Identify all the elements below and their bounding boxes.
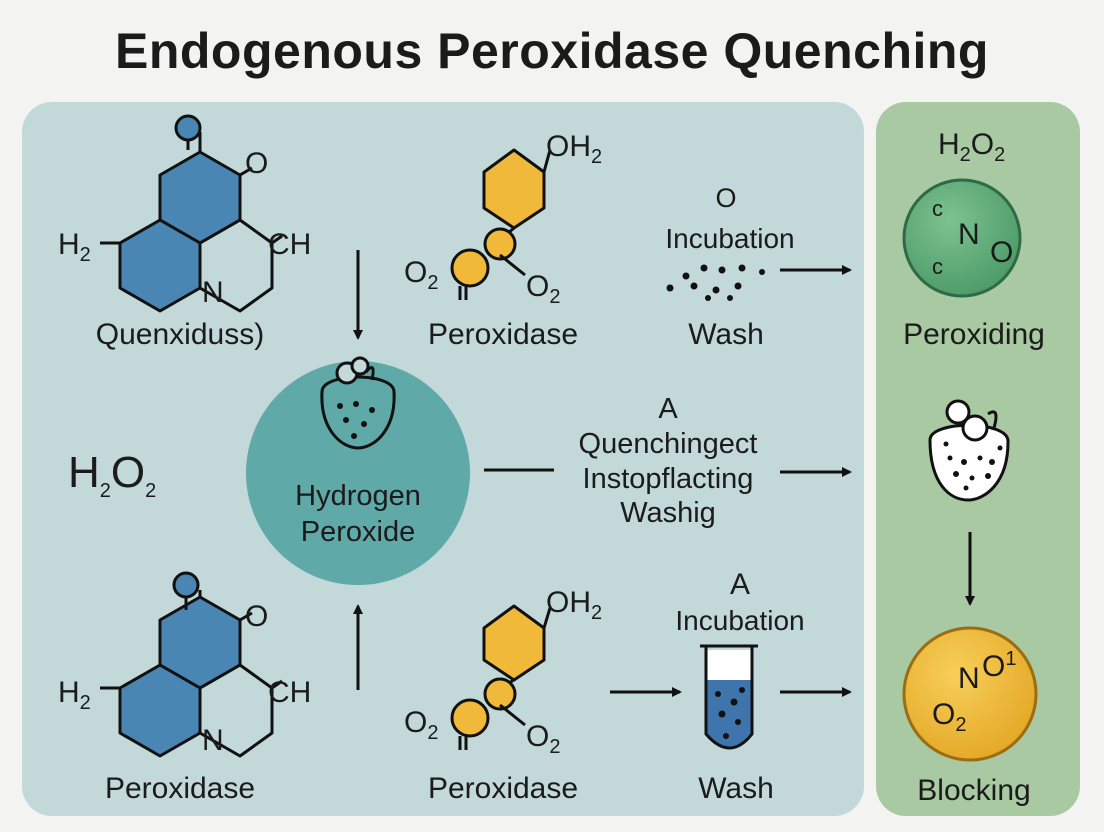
green-sphere <box>902 178 1022 298</box>
test-tube-icon <box>700 644 758 750</box>
mol1-top-label: Quenxiduss) <box>95 318 265 351</box>
step-middle-a: A <box>658 393 678 425</box>
step-middle-line1: Quenchingect <box>578 427 758 460</box>
step-middle-line3: Washig <box>620 497 716 530</box>
center-line-1: Hydrogen <box>295 480 421 512</box>
step-bottom-incubation: Incubation <box>675 605 805 636</box>
hydrogen-peroxide-circle <box>246 361 470 585</box>
mol1-bottom-n: N <box>202 724 224 757</box>
cell-dots-side <box>943 441 1003 491</box>
mol2-top-oh2: OH2 <box>546 130 603 168</box>
step-middle: A Quenchingect Instopflacting Washig <box>579 392 758 531</box>
mol1-top-h2: H2 <box>58 228 91 266</box>
mol1-top-n: N <box>202 276 224 309</box>
mol2-top-label: Peroxidase <box>427 318 579 351</box>
green-sphere-c2: c <box>932 254 943 279</box>
page-title: Endogenous Peroxidase Quenching <box>115 23 989 79</box>
yellow-sphere-o2: O2 <box>932 698 967 736</box>
quinoline-molecule-bottom <box>100 571 283 758</box>
step-top-wash: Wash <box>688 318 764 351</box>
quinoline-molecule-top <box>100 114 283 313</box>
step-middle-line2: Instopflacting <box>582 462 754 495</box>
hydrogen-peroxide-label: Hydrogen Peroxide <box>258 478 458 551</box>
h2o2-label: H2O2 <box>68 448 157 502</box>
mol1-top-o: O <box>245 147 269 180</box>
cell-icon-center <box>320 356 396 450</box>
mol2-bottom-oh2: OH2 <box>546 586 603 624</box>
green-sphere-n: N <box>958 218 980 251</box>
mol1-bottom-o: O <box>245 600 269 633</box>
cell-icon-side <box>928 399 1010 502</box>
green-sphere-o: O <box>990 236 1014 269</box>
side-yellow-label: Blocking <box>917 774 1031 807</box>
mol1-bottom-h2: H2 <box>58 676 91 714</box>
step-top-o: O <box>715 183 737 213</box>
mol1-bottom-ch: CH <box>268 676 312 709</box>
step-bottom-a: A <box>729 568 751 601</box>
peroxidase-molecule-bottom <box>450 604 552 750</box>
step-top-incubation: Incubation <box>665 223 795 254</box>
mol2-bottom-o2-left: O2 <box>404 706 439 744</box>
mol1-top-ch: CH <box>268 228 312 261</box>
mol2-bottom-label: Peroxidase <box>427 772 579 805</box>
yellow-sphere-o1: O1 <box>982 648 1017 683</box>
side-top-h2o2: H2O2 <box>938 128 1006 166</box>
step-bottom-wash: Wash <box>698 772 774 805</box>
green-sphere-c1: c <box>932 196 943 221</box>
yellow-sphere <box>902 626 1038 762</box>
mol1-bottom-label: Peroxidase <box>104 772 256 805</box>
yellow-sphere-n: N <box>958 662 980 695</box>
mol2-top-o2-right: O2 <box>526 270 561 308</box>
peroxidase-molecule-top <box>450 148 552 300</box>
particle-dots <box>666 264 765 301</box>
side-green-label: Peroxiding <box>903 318 1045 351</box>
center-line-2: Peroxide <box>300 516 416 549</box>
mol2-bottom-o2-right: O2 <box>526 720 561 758</box>
cell-dots-center <box>337 401 375 439</box>
mol2-top-o2-left: O2 <box>404 256 439 294</box>
